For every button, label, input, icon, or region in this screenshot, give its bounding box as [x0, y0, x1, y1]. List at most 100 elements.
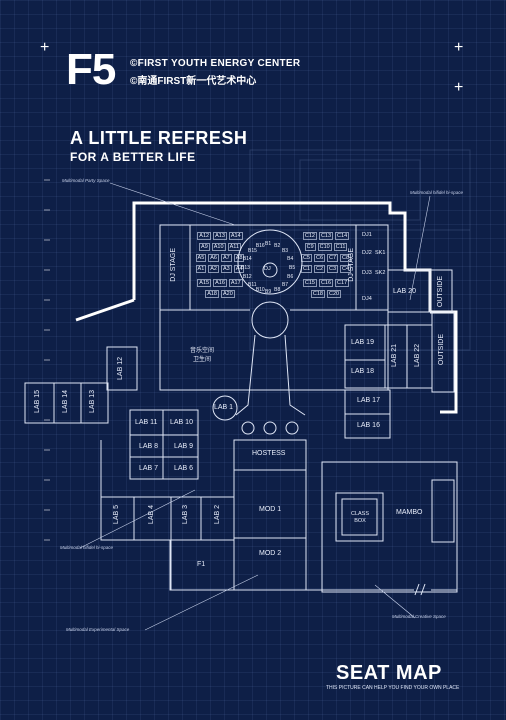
- seat-a20[interactable]: A20: [221, 290, 235, 298]
- seat-b1[interactable]: B1: [265, 241, 272, 247]
- seat-a8[interactable]: A8: [233, 254, 245, 262]
- room-lab-7[interactable]: LAB 7: [139, 465, 159, 472]
- seat-b2[interactable]: B2: [274, 242, 281, 249]
- seat-c13[interactable]: C13: [318, 232, 334, 240]
- room-mambo[interactable]: MAMBO: [396, 509, 423, 516]
- seat-a14[interactable]: A14: [228, 232, 243, 240]
- room-lab-13[interactable]: LAB 13: [89, 390, 96, 413]
- seat-c10[interactable]: C10: [317, 243, 332, 251]
- room-lab-22[interactable]: LAB 22: [414, 344, 421, 367]
- plus-icon: +: [454, 79, 464, 96]
- seat-b6[interactable]: B6: [287, 274, 294, 281]
- seat-c14[interactable]: C14: [335, 232, 350, 240]
- seat-c11[interactable]: C11: [333, 243, 348, 251]
- seat-b5[interactable]: B5: [289, 265, 296, 271]
- room-lab-18[interactable]: LAB 18: [351, 368, 374, 375]
- seat-a6[interactable]: A6: [208, 254, 219, 262]
- seat-b11[interactable]: B11: [248, 281, 257, 288]
- room-lab-6[interactable]: LAB 6: [174, 465, 194, 472]
- seat-a16[interactable]: A16: [213, 279, 227, 287]
- seat-c7[interactable]: C7: [327, 254, 339, 262]
- seat-a7[interactable]: A7: [221, 254, 232, 262]
- seat-c2[interactable]: C2: [313, 265, 325, 273]
- annotation-hifi-top: Multimodal hifidel hi-space: [410, 190, 464, 195]
- seat-a3[interactable]: A3: [221, 265, 232, 273]
- restroom-label: 音乐空间 卫生间: [190, 348, 215, 363]
- room-lab-5[interactable]: LAB 5: [113, 505, 120, 525]
- seat-map-subtitle: THIS PICTURE CAN HELP YOU FIND YOUR OWN …: [326, 685, 460, 691]
- seat-b10[interactable]: B10: [255, 287, 265, 294]
- room-lab-16[interactable]: LAB 16: [357, 422, 380, 429]
- room-lab-19[interactable]: LAB 19: [351, 339, 374, 346]
- seat-a5[interactable]: A5: [195, 254, 207, 262]
- room-lab-8[interactable]: LAB 8: [139, 443, 159, 450]
- room-outside-1[interactable]: OUTSIDE: [437, 276, 444, 308]
- seat-a9[interactable]: A9: [199, 243, 210, 251]
- seat-a13[interactable]: A13: [213, 232, 227, 240]
- seat-c6[interactable]: C6: [313, 254, 325, 262]
- seat-a17[interactable]: A17: [228, 279, 243, 287]
- organization-name-en: ©FIRST YOUTH ENERGY CENTER: [130, 58, 301, 69]
- room-hostess[interactable]: HOSTESS: [252, 450, 286, 457]
- seat-b16[interactable]: B16: [255, 242, 265, 249]
- seat-a10[interactable]: A10: [211, 243, 226, 251]
- room-lab-4[interactable]: LAB 4: [148, 505, 155, 525]
- annotation-hifi-left: Multimodal hifidel hi-space: [60, 545, 114, 550]
- seat-b15[interactable]: B15: [248, 248, 257, 255]
- room-lab-17[interactable]: LAB 17: [357, 397, 380, 404]
- room-lab-10[interactable]: LAB 10: [170, 419, 193, 426]
- seat-b8[interactable]: B8: [274, 287, 281, 294]
- room-mod-2[interactable]: MOD 2: [259, 550, 282, 557]
- plus-icon: +: [454, 39, 464, 56]
- room-lab-12[interactable]: LAB 12: [117, 357, 124, 380]
- room-lab-21[interactable]: LAB 21: [391, 344, 398, 367]
- seat-b7[interactable]: B7: [281, 281, 289, 288]
- seat-b4[interactable]: B4: [287, 255, 294, 262]
- room-lab-20[interactable]: LAB 20: [393, 288, 416, 295]
- dj-booth-label: DJ: [264, 266, 271, 272]
- room-f1[interactable]: F1: [197, 561, 206, 568]
- seat-b12[interactable]: B12: [242, 274, 252, 281]
- seat-b9[interactable]: B9: [265, 289, 272, 295]
- seat-c1[interactable]: C1: [300, 265, 312, 273]
- seat-b14[interactable]: B14: [242, 255, 252, 262]
- room-lab-15[interactable]: LAB 15: [34, 390, 41, 413]
- seat-c12[interactable]: C12: [302, 232, 317, 240]
- seat-c17[interactable]: C17: [335, 279, 350, 287]
- seat-c9[interactable]: C9: [304, 243, 316, 251]
- seat-b13[interactable]: B13: [241, 265, 250, 271]
- room-lab-1[interactable]: LAB 1: [214, 404, 234, 411]
- room-lab-3[interactable]: LAB 3: [182, 505, 189, 525]
- seat-a11[interactable]: A11: [227, 243, 241, 251]
- seat-c4[interactable]: C4: [340, 265, 352, 273]
- seat-c5[interactable]: C5: [300, 254, 312, 262]
- seat-c8[interactable]: C8: [340, 254, 352, 262]
- seat-a12[interactable]: A12: [197, 232, 212, 240]
- seat-c20[interactable]: C20: [327, 290, 342, 298]
- dj-booth-2: DJ2: [362, 250, 372, 256]
- seat-b3[interactable]: B3: [281, 248, 289, 255]
- room-class-box[interactable]: CLASS BOX: [350, 511, 370, 524]
- room-lab-14[interactable]: LAB 14: [62, 390, 69, 413]
- room-outside-2[interactable]: OUTSIDE: [438, 334, 445, 366]
- room-lab-2[interactable]: LAB 2: [214, 505, 221, 525]
- seat-c15[interactable]: C15: [302, 279, 317, 287]
- room-mod-1[interactable]: MOD 1: [259, 506, 282, 513]
- seat-c18[interactable]: C18: [310, 290, 325, 298]
- seat-c3[interactable]: C3: [327, 265, 339, 273]
- seat-a1[interactable]: A1: [195, 265, 207, 273]
- seat-a15[interactable]: A15: [197, 279, 212, 287]
- room-lab-9[interactable]: LAB 9: [174, 443, 194, 450]
- room-lab-11[interactable]: LAB 11: [135, 419, 158, 426]
- seat-a2[interactable]: A2: [208, 265, 219, 273]
- seat-a18[interactable]: A18: [205, 290, 219, 298]
- seat-c16[interactable]: C16: [318, 279, 334, 287]
- seat-a4[interactable]: A4: [233, 265, 245, 273]
